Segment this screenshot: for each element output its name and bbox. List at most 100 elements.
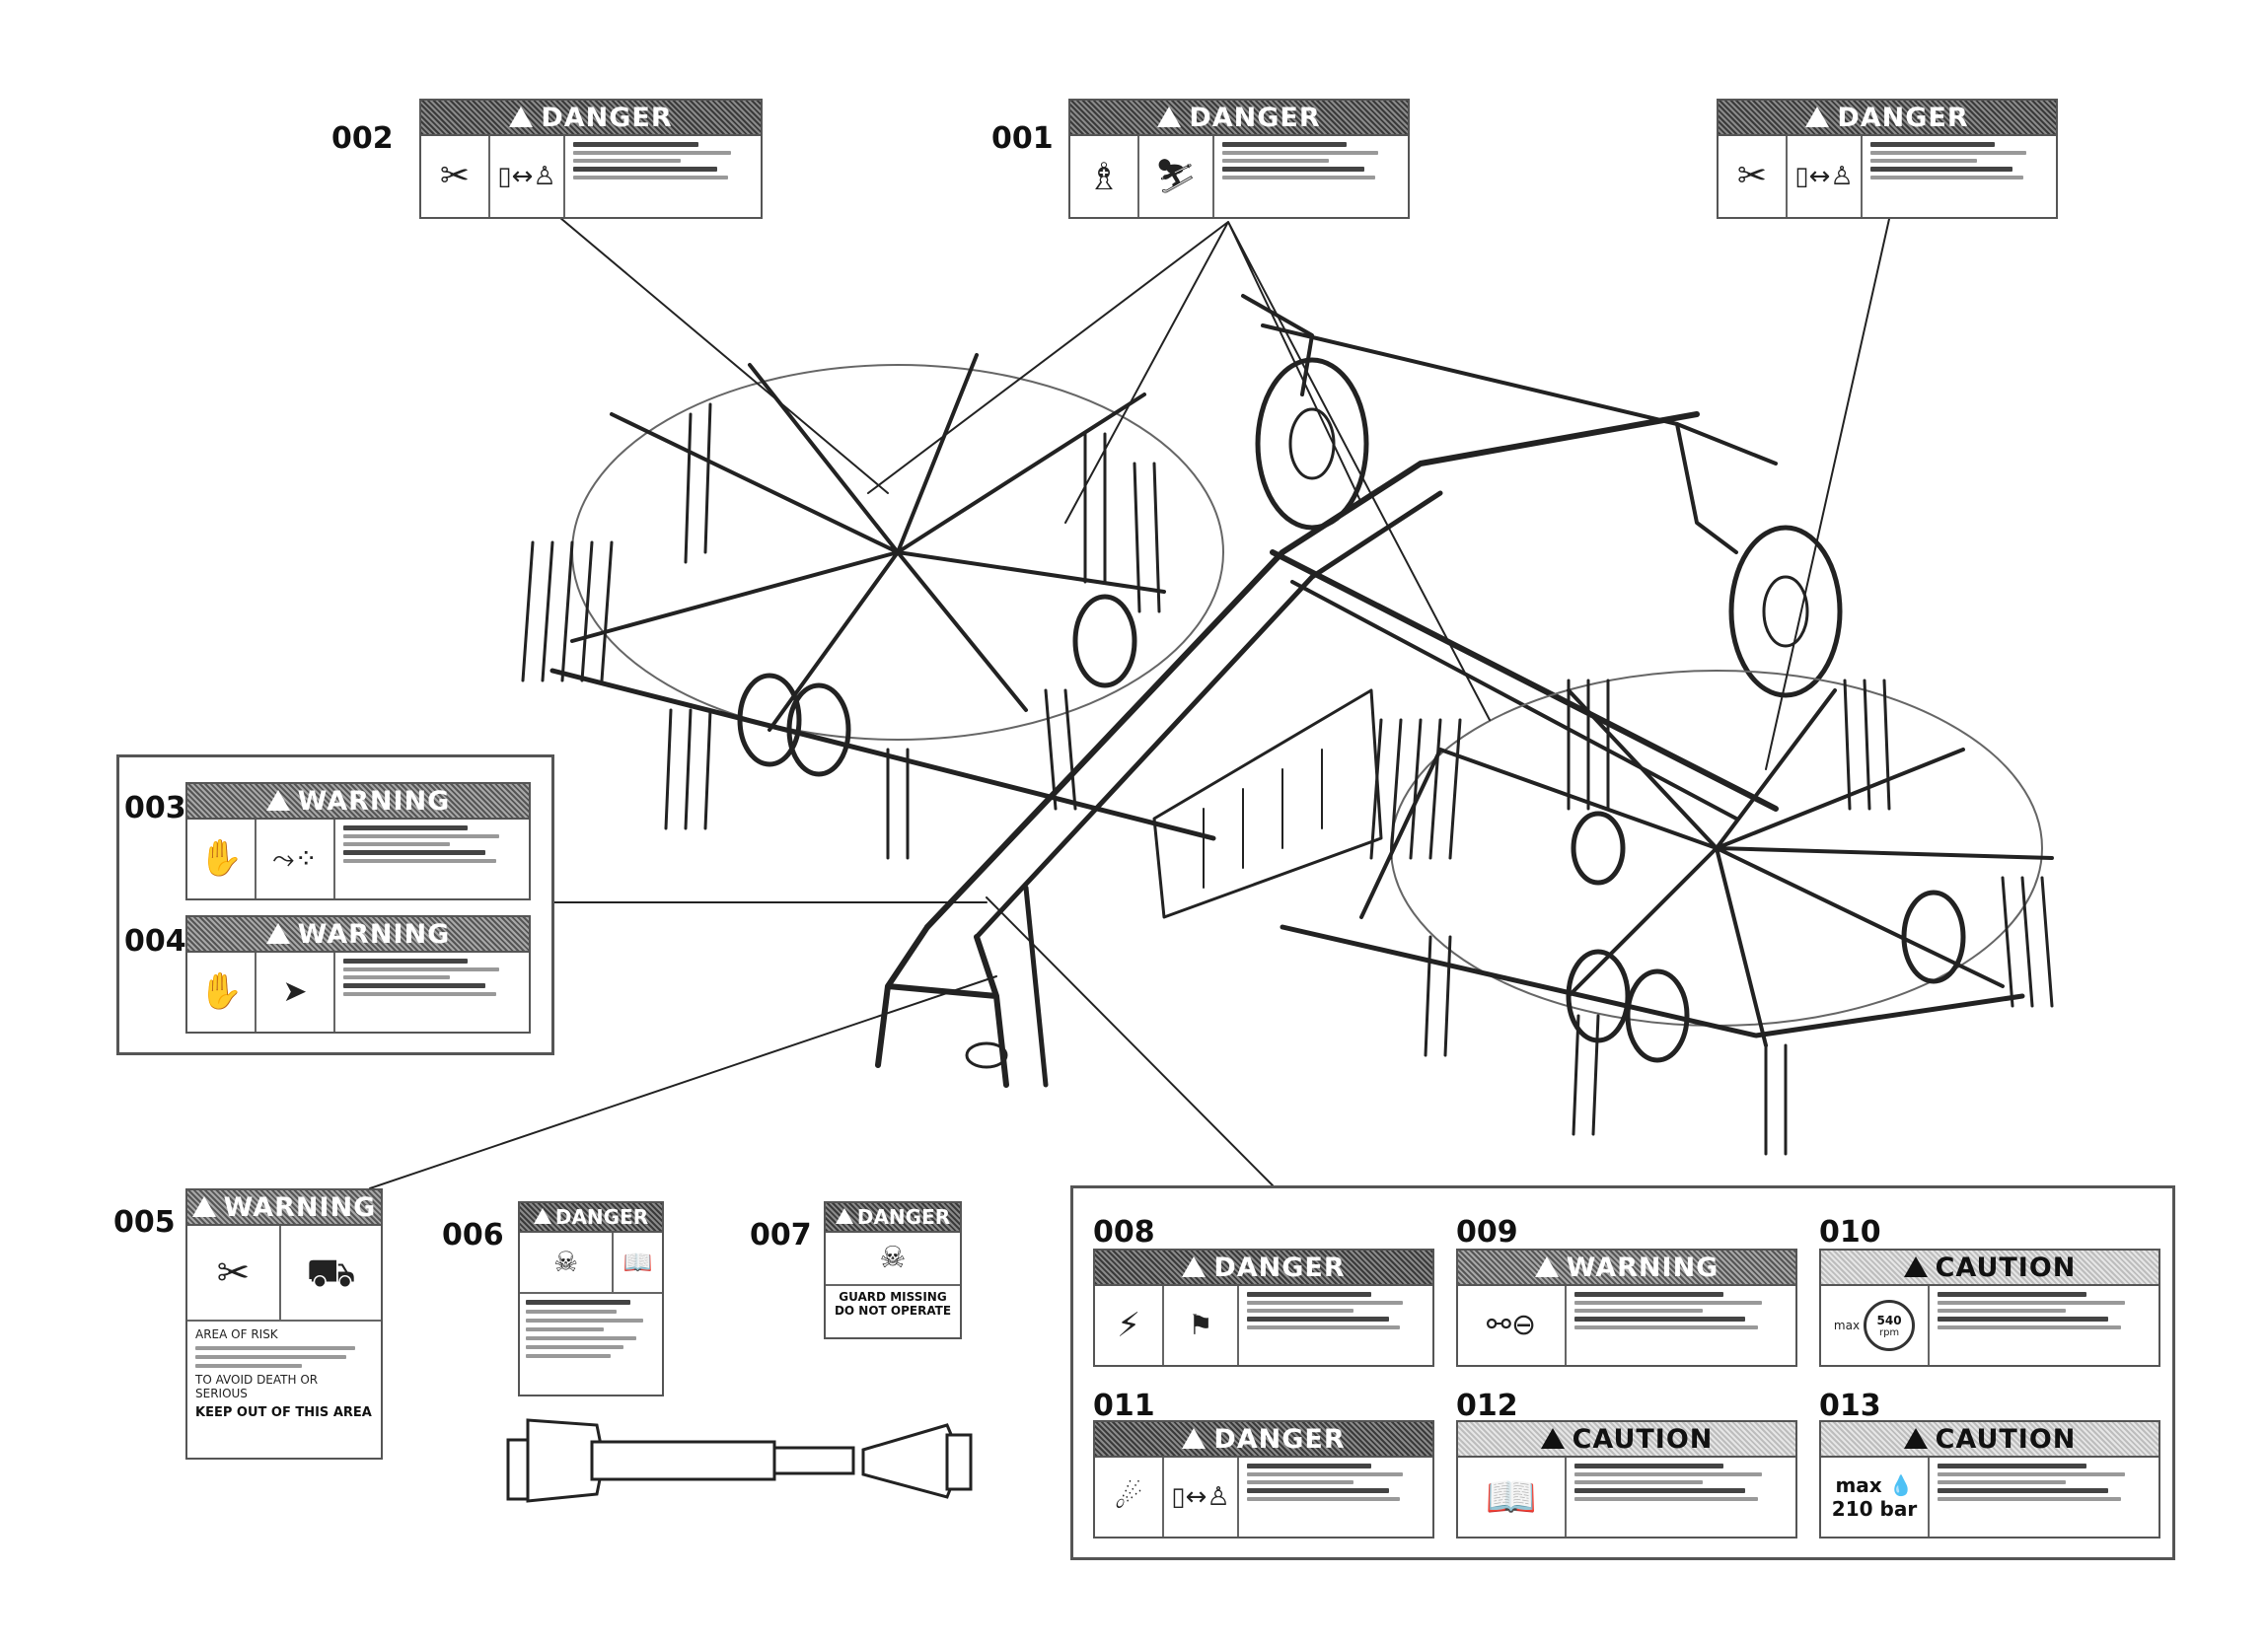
crushing-parts-icon: ⛷ bbox=[1139, 136, 1214, 217]
rotating-tines-icon: ✂ bbox=[421, 136, 490, 217]
falling-person-icon: ♗ bbox=[1070, 136, 1139, 217]
decal-007: DANGER ☠ GUARD MISSING DO NOT OPERATE bbox=[824, 1201, 962, 1339]
hydraulic-pressure-icon: max 💧 210 bar bbox=[1821, 1458, 1930, 1537]
electrocution-icon: ⚡ bbox=[1095, 1286, 1164, 1365]
rotating-tines-icon: ✂ bbox=[1719, 136, 1788, 217]
decal-text-block bbox=[565, 136, 761, 217]
decal-011: DANGER ☄ ▯↔♙ bbox=[1093, 1420, 1434, 1539]
read-manual-icon: 📖 bbox=[1458, 1458, 1567, 1537]
decal-number: 011 bbox=[1093, 1389, 1155, 1423]
decal-signal-header: WARNING bbox=[187, 784, 529, 820]
warning-triangle-icon bbox=[1540, 1427, 1565, 1449]
decal-006: DANGER ☠ 📖 bbox=[518, 1201, 664, 1396]
decal-signal-header: DANGER bbox=[1095, 1422, 1432, 1458]
power-line-icon: ⚑ bbox=[1164, 1286, 1239, 1365]
decal-number: 013 bbox=[1819, 1389, 1881, 1423]
keep-distance-icon: ▯↔♙ bbox=[1164, 1458, 1239, 1537]
signal-word: DANGER bbox=[1837, 102, 1969, 133]
shaft-entanglement-icon: ☠ bbox=[826, 1233, 960, 1286]
decal-012: CAUTION 📖 bbox=[1456, 1420, 1797, 1539]
warning-triangle-icon bbox=[1182, 1427, 1207, 1449]
oil-drop-icon: 💧 bbox=[1888, 1473, 1914, 1497]
decal-text-block bbox=[1567, 1458, 1795, 1537]
decal-signal-header: WARNING bbox=[187, 917, 529, 953]
decal-text-block bbox=[1239, 1286, 1432, 1365]
decal-signal-header: WARNING bbox=[187, 1190, 381, 1226]
decal-number: 007 bbox=[750, 1218, 812, 1252]
signal-word: CAUTION bbox=[1935, 1423, 2077, 1455]
decal-signal-header: DANGER bbox=[1095, 1251, 1432, 1286]
decal-text-block bbox=[335, 820, 529, 898]
signal-word: DANGER bbox=[856, 1205, 951, 1229]
signal-word: CAUTION bbox=[1572, 1423, 1714, 1455]
pto-speed-label: max bbox=[1833, 1319, 1861, 1332]
decal-004: WARNING ✋ ➤ bbox=[185, 915, 531, 1034]
decal-text-block bbox=[1930, 1458, 2158, 1537]
pto-speed-icon: max 540 rpm bbox=[1821, 1286, 1930, 1365]
decal-text-line: TO AVOID DEATH OR SERIOUS bbox=[195, 1373, 319, 1400]
decal-001: DANGER ♗ ⛷ bbox=[1068, 99, 1410, 219]
decal-signal-header: WARNING bbox=[1458, 1251, 1795, 1286]
signal-word: WARNING bbox=[1566, 1252, 1719, 1283]
decal-013: CAUTION max 💧 210 bar bbox=[1819, 1420, 2160, 1539]
warning-triangle-icon bbox=[1903, 1427, 1928, 1449]
warning-triangle-icon bbox=[533, 1208, 551, 1224]
manual-icon: 📖 bbox=[622, 1249, 653, 1276]
warning-triangle-icon bbox=[1182, 1255, 1207, 1277]
decal-text-block bbox=[1863, 136, 2056, 217]
decal-text-line: GUARD MISSING bbox=[839, 1290, 947, 1304]
rotating-tines-icon: ✂ bbox=[187, 1226, 281, 1320]
decal-number: 002 bbox=[331, 121, 394, 156]
coupling-icon: ⚯⊖ bbox=[1458, 1286, 1567, 1365]
keep-distance-icon: ▯↔♙ bbox=[490, 136, 565, 217]
decal-signal-header: DANGER bbox=[520, 1203, 662, 1233]
warning-triangle-icon bbox=[835, 1208, 853, 1224]
decal-text-block bbox=[1567, 1286, 1795, 1365]
signal-word: DANGER bbox=[554, 1205, 649, 1229]
keep-distance-icon: ▯↔♙ bbox=[1788, 136, 1863, 217]
warning-triangle-icon bbox=[1903, 1255, 1928, 1277]
signal-word: DANGER bbox=[541, 102, 673, 133]
shaft-entanglement-icon: ☠ bbox=[520, 1233, 614, 1292]
signal-word: DANGER bbox=[1213, 1252, 1346, 1283]
decal-008: DANGER ⚡ ⚑ bbox=[1093, 1249, 1434, 1367]
decal-signal-header: DANGER bbox=[826, 1203, 960, 1233]
decal-number: 012 bbox=[1456, 1389, 1518, 1423]
warning-triangle-icon bbox=[265, 922, 290, 944]
decal-number: 009 bbox=[1456, 1215, 1518, 1250]
pressure-label: max bbox=[1835, 1473, 1882, 1497]
thrown-objects-icon: ⤳⁘ bbox=[256, 820, 335, 898]
hand-entanglement-icon: ✋ bbox=[187, 953, 256, 1032]
decal-009: WARNING ⚯⊖ bbox=[1456, 1249, 1797, 1367]
shaft-entanglement-icon: ➤ bbox=[256, 953, 335, 1032]
decal-number: 006 bbox=[442, 1218, 504, 1252]
signal-word: WARNING bbox=[297, 785, 451, 817]
tractor-operator-icon: ⛟ bbox=[306, 1250, 356, 1296]
decal-signal-header: DANGER bbox=[1719, 101, 2056, 136]
pto-speed-dial: 540 rpm bbox=[1864, 1300, 1916, 1351]
decal-text-block bbox=[1214, 136, 1408, 217]
decal-number: 010 bbox=[1819, 1215, 1881, 1250]
decal-010: CAUTION max 540 rpm bbox=[1819, 1249, 2160, 1367]
pto-speed-unit: rpm bbox=[1878, 1326, 1900, 1338]
decal-signal-header: CAUTION bbox=[1821, 1422, 2158, 1458]
warning-triangle-icon bbox=[1534, 1255, 1559, 1277]
decal-005: WARNING ✂ ⛟ AREA OF RISK TO AVOID DEATH … bbox=[185, 1188, 383, 1460]
decal-number: 008 bbox=[1093, 1215, 1155, 1250]
decal-text-block bbox=[335, 953, 529, 1032]
decal-signal-header: CAUTION bbox=[1821, 1251, 2158, 1286]
signal-word: WARNING bbox=[223, 1191, 377, 1223]
decal-signal-header: DANGER bbox=[1070, 101, 1408, 136]
decal-number: 001 bbox=[991, 121, 1054, 156]
decal-text-line: AREA OF RISK bbox=[195, 1327, 278, 1341]
decal-signal-header: CAUTION bbox=[1458, 1422, 1795, 1458]
signal-word: DANGER bbox=[1213, 1423, 1346, 1455]
decal-002-right: DANGER ✂ ▯↔♙ bbox=[1717, 99, 2058, 219]
decal-number: 005 bbox=[113, 1205, 176, 1240]
thrown-objects-icon: ☄ bbox=[1095, 1458, 1164, 1537]
decal-number: 003 bbox=[124, 791, 186, 825]
warning-triangle-icon bbox=[509, 106, 534, 127]
signal-word: CAUTION bbox=[1935, 1252, 2077, 1283]
decal-002: DANGER ✂ ▯↔♙ bbox=[419, 99, 763, 219]
pressure-value: 210 bar bbox=[1831, 1497, 1918, 1521]
